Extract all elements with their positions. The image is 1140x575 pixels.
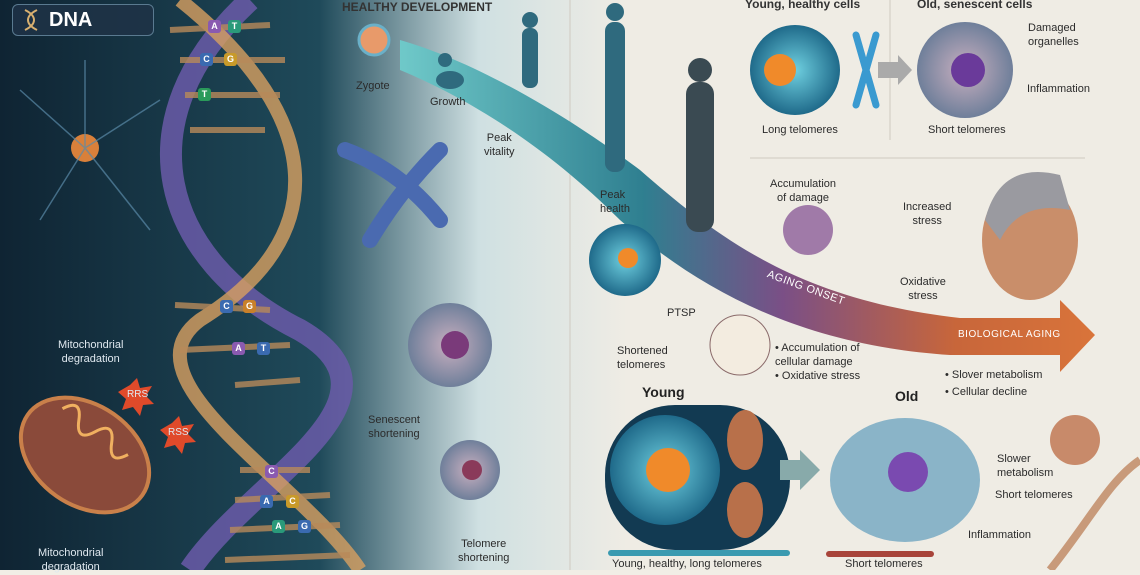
label-old-bar: Short telomeres (845, 558, 923, 570)
label-short-telomeres: Short telomeres (995, 489, 1073, 501)
base-pair: G (298, 520, 311, 533)
dna-badge: DNA (12, 4, 154, 36)
ros-burst-icon (118, 378, 154, 416)
label-rss: RSS (168, 427, 189, 438)
label-young-bar: Young, healthy, long telomeres (612, 558, 762, 570)
base-pair: C (200, 53, 213, 66)
label-peak-health: Peak health (600, 189, 630, 215)
old-cells-title: Old, senescent cells (917, 0, 1033, 11)
bullet-item: • Cellular decline (945, 386, 1028, 398)
label-accumulation-damage: Accumulation of damage (770, 178, 837, 204)
label-ptsp: PTSP (667, 307, 696, 319)
base-pair: T (257, 342, 270, 355)
label-zygote: Zygote (356, 80, 390, 92)
bullet-item: • Oxidative stress (775, 370, 861, 382)
bullet-item: • Accumulation of cellular damage (775, 342, 860, 368)
zygote-icon (357, 23, 391, 57)
label-short-telomeres: Short telomeres (928, 124, 1006, 136)
label-biological-aging: BIOLOGICAL AGING (958, 329, 1061, 340)
base-pair: A (208, 20, 221, 33)
label-damaged-organelles: Damaged organelles (1028, 22, 1079, 48)
chromosome-icon (852, 31, 880, 109)
dna-strand (172, 0, 366, 570)
label-old: Old (895, 388, 919, 404)
label-long-telomeres: Long telomeres (762, 124, 838, 136)
virus-icon (783, 205, 833, 255)
label-inflammation: Inflammation (968, 529, 1031, 541)
aging-pathway-arrow (400, 40, 1095, 372)
young-cells-title: Young, healthy cells (745, 0, 861, 11)
bullet-item: • Slover metabolism (945, 369, 1043, 381)
skin-cell-icon (1050, 415, 1100, 465)
young-telomere-bar (608, 550, 790, 556)
base-pair: C (265, 465, 278, 478)
label-mito-degradation: Mitochondrial degradation (38, 547, 104, 573)
base-pair: T (228, 20, 241, 33)
label-inflammation: Inflammation (1027, 83, 1090, 95)
base-pair: A (232, 342, 245, 355)
base-pair: G (224, 53, 237, 66)
label-oxidative-stress: Oxidative stress (900, 276, 946, 302)
label-senescent-shortening: Senescent shortening (368, 414, 420, 440)
base-pair: A (272, 520, 285, 533)
ros-burst-icon (160, 416, 196, 454)
molecule-icon (709, 314, 771, 376)
label-peak-vitality: Peak vitality (484, 132, 515, 158)
label-growth: Growth (430, 96, 466, 108)
label-mito-degradation: Mitochondrial degradation (58, 339, 124, 365)
label-slower-metabolism: Slower metabolism (997, 453, 1054, 479)
chromosome-icon (337, 142, 448, 248)
base-pair: C (286, 495, 299, 508)
section-title: HEALTHY DEVELOPMENT (342, 0, 493, 14)
label-young: Young (642, 384, 685, 400)
dna-icon (24, 9, 38, 31)
badge-label: DNA (49, 8, 93, 31)
dna-strand (160, 0, 353, 570)
label-telomere-shortening: Telomere shortening (458, 538, 510, 564)
label-increased-stress: Increased stress (903, 201, 952, 227)
base-pair: C (220, 300, 233, 313)
mitochondrion-icon (18, 395, 152, 515)
old-telomere-bar (826, 551, 934, 557)
base-pair: G (243, 300, 256, 313)
base-pair: A (260, 495, 273, 508)
label-rrs: RRS (127, 389, 149, 400)
base-pair: T (198, 88, 211, 101)
label-shortened-telomeres: Shortened telomeres (617, 345, 668, 371)
